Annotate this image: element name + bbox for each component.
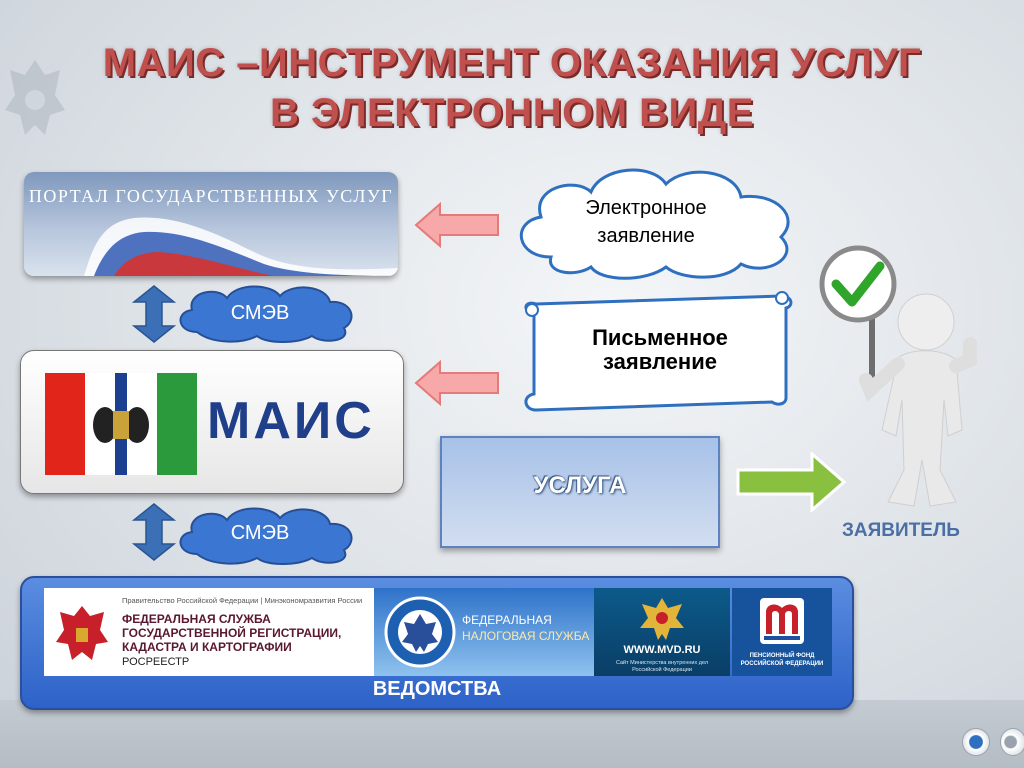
title-line-2: В ЭЛЕКТРОННОМ ВИДЕ <box>270 91 754 135</box>
service-label: УСЛУГА <box>533 472 627 499</box>
written-application-label: Письменное заявление <box>560 326 760 374</box>
smev-bottom-label: СМЭВ <box>230 522 290 544</box>
service-box: УСЛУГА <box>440 436 720 548</box>
mvd-logo: WWW.MVD.RU Сайт Министерства внутренних … <box>594 588 730 676</box>
double-headed-eagle-icon <box>56 606 108 660</box>
smev-cloud-bottom <box>179 507 353 565</box>
mais-logo-text: МАИС <box>207 392 375 450</box>
applicant-label: ЗАЯВИТЕЛЬ <box>842 520 960 541</box>
pfr-logo: ПЕНСИОННЫЙ ФОНД РОССИЙСКОЙ ФЕДЕРАЦИИ <box>732 588 832 676</box>
cloud-line-1: Электронное <box>585 197 707 219</box>
bottom-band <box>0 700 1024 768</box>
smev-cloud-top <box>179 285 353 343</box>
pfr-line-1: ПЕНСИОННЫЙ ФОНД <box>749 653 815 659</box>
slide-nav-dot-active[interactable] <box>962 728 990 756</box>
mais-box: МАИС <box>20 350 404 494</box>
fns-line-1: ФЕДЕРАЛЬНАЯ <box>462 613 552 627</box>
russian-flag-wave-icon <box>84 217 398 276</box>
portal-title: ПОРТАЛ ГОСУДАРСТВЕННЫХ УСЛУГ <box>28 186 394 206</box>
pfr-line-2: РОССИЙСКОЙ ФЕДЕРАЦИИ <box>740 661 824 667</box>
arrow-right-to-applicant-icon <box>736 452 847 512</box>
tax-service-emblem-icon <box>384 596 456 668</box>
mvd-sub-line-1: Сайт Министерства внутренних дел <box>615 660 709 666</box>
novosibirsk-flag-icon <box>45 373 197 475</box>
arrow-left-to-portal-icon <box>414 202 499 248</box>
rosreestr-line-1: ФЕДЕРАЛЬНАЯ СЛУЖБА <box>122 612 271 626</box>
rosreestr-line-3: КАДАСТРА И КАРТОГРАФИИ <box>122 640 292 654</box>
scroll-line-1: Письменное <box>592 325 728 350</box>
fns-label: ФЕДЕРАЛЬНАЯ НАЛОГОВАЯ СЛУЖБА <box>462 612 589 644</box>
smev-top-label: СМЭВ <box>230 302 290 324</box>
rosreestr-line-2: ГОСУДАРСТВЕННОЙ РЕГИСТРАЦИИ, <box>122 626 342 640</box>
double-arrow-vertical-icon <box>132 503 176 561</box>
agencies-label: ВЕДОМСТВА <box>372 678 502 700</box>
pension-fund-emblem-icon <box>760 598 804 644</box>
electronic-application-label: Электронное заявление <box>556 194 736 250</box>
agencies-panel: Правительство Российской Федерации | Мин… <box>20 576 854 710</box>
mvd-url: WWW.MVD.RU <box>623 644 701 656</box>
mvd-sub-line-2: Российской Федерации <box>632 667 692 673</box>
scroll-line-2: заявление <box>603 349 717 374</box>
arrow-left-to-mais-icon <box>414 360 499 406</box>
slide-title: МАИС –ИНСТРУМЕНТ ОКАЗАНИЯ УСЛУГ В ЭЛЕКТР… <box>60 38 964 138</box>
mvd-subtitle: Сайт Министерства внутренних дел Российс… <box>594 660 730 674</box>
coat-of-arms-watermark-icon <box>5 60 65 135</box>
pfr-label: ПЕНСИОННЫЙ ФОНД РОССИЙСКОЙ ФЕДЕРАЦИИ <box>732 652 832 668</box>
rosreestr-top-line: Правительство Российской Федерации | Мин… <box>122 596 363 605</box>
fns-logo: ФЕДЕРАЛЬНАЯ НАЛОГОВАЯ СЛУЖБА <box>374 588 594 676</box>
written-application-scroll <box>524 291 793 412</box>
slide-nav-dot[interactable] <box>1000 728 1024 756</box>
double-arrow-vertical-icon <box>132 285 176 343</box>
mvd-eagle-icon <box>640 598 684 640</box>
fns-line-2: НАЛОГОВАЯ СЛУЖБА <box>462 629 590 643</box>
title-line-1: МАИС –ИНСТРУМЕНТ ОКАЗАНИЯ УСЛУГ <box>102 41 922 85</box>
rosreestr-line-4: РОСРЕЕСТР <box>122 656 190 668</box>
cloud-line-2: заявление <box>597 225 695 247</box>
rosreestr-logo: Правительство Российской Федерации | Мин… <box>44 588 374 676</box>
electronic-application-cloud <box>519 168 790 280</box>
applicant-figure-icon <box>819 245 977 507</box>
gosuslugi-portal-banner: ПОРТАЛ ГОСУДАРСТВЕННЫХ УСЛУГ <box>24 172 398 276</box>
